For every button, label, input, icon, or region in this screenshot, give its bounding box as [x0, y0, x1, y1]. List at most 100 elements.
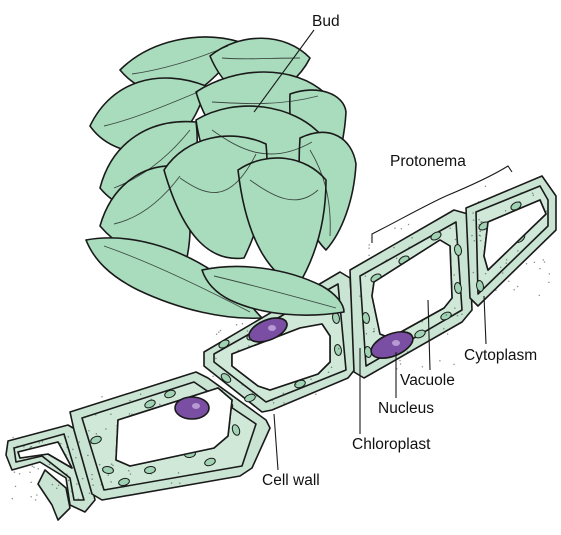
cytoplasm-granule [478, 224, 480, 226]
cytoplasm-granule [513, 289, 515, 291]
cytoplasm-granule [471, 235, 473, 237]
cytoplasm-granule [22, 436, 24, 438]
cytoplasm-granule [35, 499, 37, 501]
cytoplasm-granule [247, 330, 249, 332]
cytoplasm-granule [140, 394, 142, 396]
cytoplasm-granule [101, 396, 103, 398]
cytoplasm-granule [111, 463, 113, 465]
cytoplasm-granule [64, 436, 66, 438]
cytoplasm-granule [87, 455, 89, 457]
cytoplasm-granule [88, 430, 90, 432]
cytoplasm-granule [215, 358, 217, 360]
cytoplasm-granule [78, 483, 80, 485]
cytoplasm-granule [443, 328, 445, 330]
cytoplasm-granule [541, 231, 543, 233]
cytoplasm-granule [212, 375, 214, 377]
cytoplasm-granule [242, 323, 244, 325]
cytoplasm-granule [539, 268, 541, 270]
cytoplasm-granule [446, 314, 448, 316]
cytoplasm-granule [12, 498, 14, 500]
cytoplasm-granule [128, 470, 130, 472]
cytoplasm-granule [242, 384, 244, 386]
cytoplasm-granule [411, 237, 413, 239]
cytoplasm-granule [544, 261, 546, 263]
label-nucleus: Nucleus [378, 400, 434, 417]
cytoplasm-granule [96, 466, 98, 468]
cytoplasm-granule [517, 286, 519, 288]
cytoplasm-granule [365, 275, 367, 277]
cytoplasm-granule [79, 441, 81, 443]
cytoplasm-granule [91, 443, 93, 445]
cytoplasm-granule [506, 262, 508, 264]
cytoplasm-granule [12, 437, 14, 439]
bud [86, 37, 356, 318]
cytoplasm-granule [449, 228, 451, 230]
cytoplasm-granule [171, 482, 173, 484]
cytoplasm-granule [496, 275, 498, 277]
cytoplasm-granule [37, 468, 39, 470]
cytoplasm-granule [97, 412, 99, 414]
cytoplasm-granule [447, 333, 449, 335]
cytoplasm-granule [101, 484, 103, 486]
cytoplasm-granule [159, 404, 161, 406]
cytoplasm-granule [178, 472, 180, 474]
cytoplasm-granule [179, 482, 181, 484]
cytoplasm-granule [455, 239, 457, 241]
nucleolus [392, 340, 400, 346]
cytoplasm-granule [110, 413, 112, 415]
cytoplasm-granule [283, 402, 285, 404]
cytoplasm-granule [368, 247, 370, 249]
cytoplasm-granule [408, 246, 410, 248]
cytoplasm-granule [95, 414, 97, 416]
cytoplasm-granule [32, 466, 34, 468]
cytoplasm-granule [393, 247, 395, 249]
cytoplasm-granule [310, 378, 312, 380]
cytoplasm-granule [457, 315, 459, 317]
cytoplasm-granule [216, 334, 218, 336]
cell-2-nucleus [175, 397, 209, 419]
cytoplasm-granule [425, 238, 427, 240]
cytoplasm-granule [453, 364, 455, 366]
cytoplasm-granule [273, 402, 275, 404]
cytoplasm-granule [38, 442, 40, 444]
cytoplasm-granule [549, 273, 551, 275]
cytoplasm-granule [439, 360, 441, 362]
cytoplasm-granule [472, 212, 474, 214]
cytoplasm-granule [495, 290, 497, 292]
cytoplasm-granule [519, 201, 521, 203]
nucleolus [268, 325, 276, 331]
cytoplasm-granule [14, 471, 16, 473]
cytoplasm-granule [485, 186, 487, 188]
cytoplasm-granule [283, 393, 285, 395]
cytoplasm-granule [66, 447, 68, 449]
cytoplasm-granule [60, 443, 62, 445]
cytoplasm-granule [315, 394, 317, 396]
cytoplasm-granule [331, 367, 333, 369]
cytoplasm-granule [39, 480, 41, 482]
cytoplasm-granule [396, 258, 398, 260]
cytoplasm-granule [532, 193, 534, 195]
cytoplasm-granule [92, 484, 94, 486]
cytoplasm-granule [368, 244, 370, 246]
cytoplasm-granule [453, 274, 455, 276]
cytoplasm-granule [533, 194, 535, 196]
cytoplasm-granule [58, 485, 60, 487]
cytoplasm-granule [76, 483, 78, 485]
cytoplasm-granule [68, 480, 70, 482]
cytoplasm-granule [56, 487, 58, 489]
cytoplasm-granule [478, 219, 480, 221]
cytoplasm-granule [152, 406, 154, 408]
cytoplasm-granule [422, 366, 424, 368]
cytoplasm-granule [479, 234, 481, 236]
cytoplasm-granule [402, 256, 404, 258]
cytoplasm-granule [110, 481, 112, 483]
cytoplasm-granule [480, 240, 482, 242]
cytoplasm-granule [485, 273, 487, 275]
cytoplasm-granule [96, 433, 98, 435]
cytoplasm-granule [236, 324, 238, 326]
label-cytoplasm: Cytoplasm [464, 347, 537, 364]
cytoplasm-granule [473, 219, 475, 221]
cytoplasm-granule [86, 406, 88, 408]
cytoplasm-granule [91, 478, 93, 480]
cytoplasm-granule [480, 221, 482, 223]
